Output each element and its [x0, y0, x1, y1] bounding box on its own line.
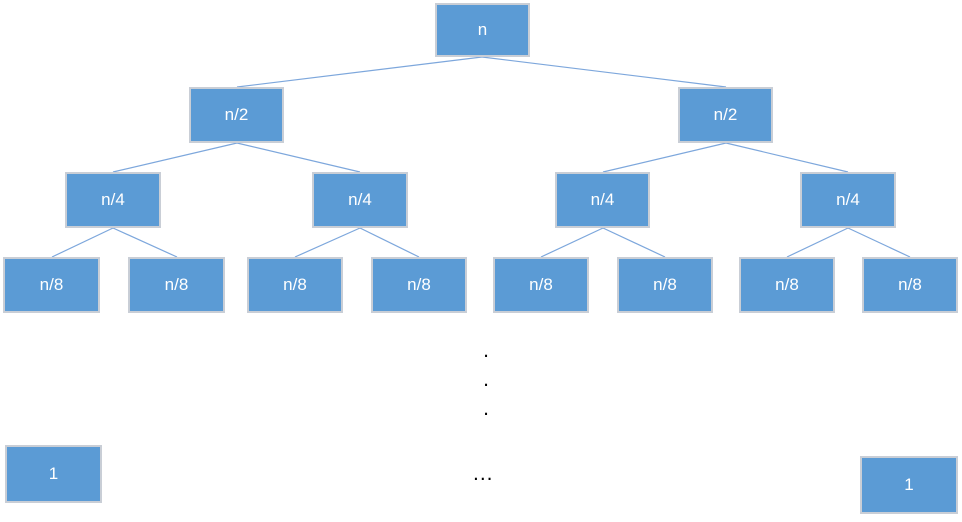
horizontal-ellipsis-dots: ...	[473, 462, 494, 485]
tree-node-n4-2: n/4	[312, 172, 408, 228]
tree-node-n4-1: n/4	[65, 172, 161, 228]
tree-node-n2-right: n/2	[678, 87, 773, 143]
edge-n4-2-to-n8-3	[294, 227, 361, 258]
tree-node-n8-8: n/8	[862, 257, 958, 313]
tree-node-n8-2: n/8	[128, 257, 225, 313]
tree-node-n8-1: n/8	[3, 257, 100, 313]
edge-n2-right-to-n4-4	[725, 142, 849, 173]
edge-n4-3-to-n8-5	[540, 227, 604, 258]
tree-node-root-n: n	[435, 3, 530, 57]
edge-n4-4-to-n8-7	[786, 227, 849, 258]
tree-node-n8-3: n/8	[247, 257, 343, 313]
edge-n2-right-to-n4-3	[602, 142, 727, 173]
edge-root-to-left-n2	[236, 56, 483, 88]
edge-n4-1-to-n8-2	[112, 227, 178, 258]
tree-node-n2-left: n/2	[189, 87, 284, 143]
edge-n4-4-to-n8-8	[847, 227, 911, 258]
edge-root-to-right-n2	[481, 56, 727, 88]
edge-n2-left-to-n4-1	[112, 142, 238, 173]
tree-node-n8-5: n/8	[493, 257, 589, 313]
tree-node-n4-4: n/4	[800, 172, 896, 228]
edge-n4-1-to-n8-1	[51, 227, 114, 258]
tree-leaf-left-1: 1	[5, 445, 102, 503]
edge-n4-3-to-n8-6	[602, 227, 666, 258]
edge-n2-left-to-n4-2	[236, 142, 361, 173]
vertical-ellipsis-dots: . . .	[483, 339, 489, 420]
tree-node-n8-7: n/8	[739, 257, 835, 313]
tree-leaf-right-1: 1	[860, 456, 958, 514]
tree-node-n8-4: n/8	[371, 257, 467, 313]
edge-n4-2-to-n8-4	[359, 227, 420, 258]
tree-node-n4-3: n/4	[555, 172, 650, 228]
tree-node-n8-6: n/8	[617, 257, 713, 313]
